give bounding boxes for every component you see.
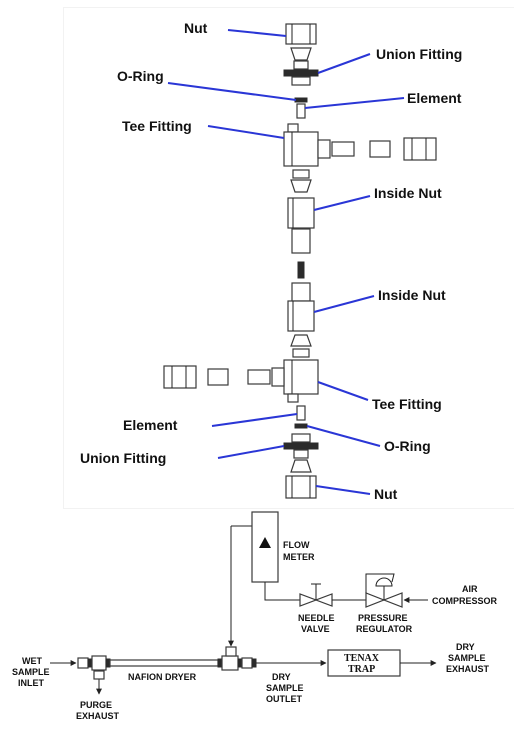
label-tee-fitting-top: Tee Fitting bbox=[122, 118, 192, 134]
flow-meter bbox=[251, 511, 279, 583]
callout-labels: Nut Union Fitting O-Ring Element Tee Fit… bbox=[80, 20, 462, 502]
label-dry-outlet-1: DRY bbox=[272, 672, 291, 682]
label-pressure-regulator-1: PRESSURE bbox=[358, 613, 408, 623]
nut-bottom-part bbox=[285, 475, 317, 499]
exploded-view-panel bbox=[64, 8, 514, 508]
nut-top-part bbox=[285, 23, 317, 45]
ferrule-bottom-part bbox=[290, 459, 312, 473]
label-element-bottom: Element bbox=[123, 417, 178, 433]
schematic-labels: FLOW METER AIR COMPRESSOR NEEDLE VALVE P… bbox=[12, 540, 498, 721]
label-dry-exhaust-1: DRY bbox=[456, 642, 475, 652]
ferrule-top-part bbox=[290, 47, 312, 61]
label-purge-exhaust-2: EXHAUST bbox=[76, 711, 120, 721]
o-ring-bottom-part bbox=[294, 423, 308, 429]
inside-nut-bottom-part bbox=[287, 282, 315, 332]
label-wet-inlet-3: INLET bbox=[18, 678, 45, 688]
label-o-ring-bottom: O-Ring bbox=[384, 438, 431, 454]
label-air-compressor-1: AIR bbox=[462, 584, 478, 594]
label-dry-outlet-3: OUTLET bbox=[266, 694, 302, 704]
tee-fitting-top-part bbox=[283, 123, 437, 167]
inlet-fitting bbox=[77, 655, 111, 671]
union-fitting-top-part bbox=[283, 60, 319, 86]
label-nut-bottom: Nut bbox=[374, 486, 398, 502]
tube-segment-part bbox=[297, 261, 305, 279]
element-top-part bbox=[296, 103, 306, 119]
outlet-fitting bbox=[217, 646, 257, 671]
ferrule-lower-part bbox=[290, 334, 312, 358]
label-tenax-trap-1: TENAX bbox=[344, 653, 380, 664]
label-dry-exhaust-2: SAMPLE bbox=[448, 653, 486, 663]
label-dry-outlet-2: SAMPLE bbox=[266, 683, 304, 693]
label-element-top: Element bbox=[407, 90, 462, 106]
label-nafion-dryer: NAFION DRYER bbox=[128, 672, 197, 682]
o-ring-top-part bbox=[294, 97, 308, 103]
union-fitting-bottom-part bbox=[283, 433, 319, 459]
nafion-dryer-tube bbox=[109, 659, 219, 667]
label-nut-top: Nut bbox=[184, 20, 208, 36]
label-wet-inlet-1: WET bbox=[22, 656, 42, 666]
leader-lines bbox=[167, 29, 405, 495]
exploded-assembly bbox=[163, 23, 437, 499]
purge-tee-fitting bbox=[93, 670, 105, 680]
label-inside-nut-bottom: Inside Nut bbox=[378, 287, 446, 303]
pressure-regulator bbox=[365, 573, 403, 608]
label-tenax-trap-2: TRAP bbox=[348, 664, 375, 675]
label-wet-inlet-2: SAMPLE bbox=[12, 667, 50, 677]
label-union-fitting-top: Union Fitting bbox=[376, 46, 462, 62]
flow-meter-feed-line bbox=[264, 582, 300, 601]
needle-valve bbox=[299, 583, 333, 607]
label-inside-nut-top: Inside Nut bbox=[374, 185, 442, 201]
label-needle-valve-2: VALVE bbox=[301, 624, 330, 634]
label-dry-exhaust-3: EXHAUST bbox=[446, 664, 490, 674]
flow-schematic bbox=[50, 511, 437, 695]
label-flow-meter-2: METER bbox=[283, 552, 315, 562]
label-air-compressor-2: COMPRESSOR bbox=[432, 596, 498, 606]
label-pressure-regulator-2: REGULATOR bbox=[356, 624, 413, 634]
label-o-ring-top: O-Ring bbox=[117, 68, 164, 84]
tee-fitting-bottom-part bbox=[163, 359, 319, 403]
label-purge-exhaust-1: PURGE bbox=[80, 700, 112, 710]
element-bottom-part bbox=[296, 405, 306, 421]
inside-nut-top-part bbox=[287, 197, 315, 254]
label-flow-meter-1: FLOW bbox=[283, 540, 310, 550]
label-union-fitting-bottom: Union Fitting bbox=[80, 450, 166, 466]
ferrule-upper-part bbox=[290, 169, 312, 193]
label-needle-valve-1: NEEDLE bbox=[298, 613, 335, 623]
label-tee-fitting-bottom: Tee Fitting bbox=[372, 396, 442, 412]
